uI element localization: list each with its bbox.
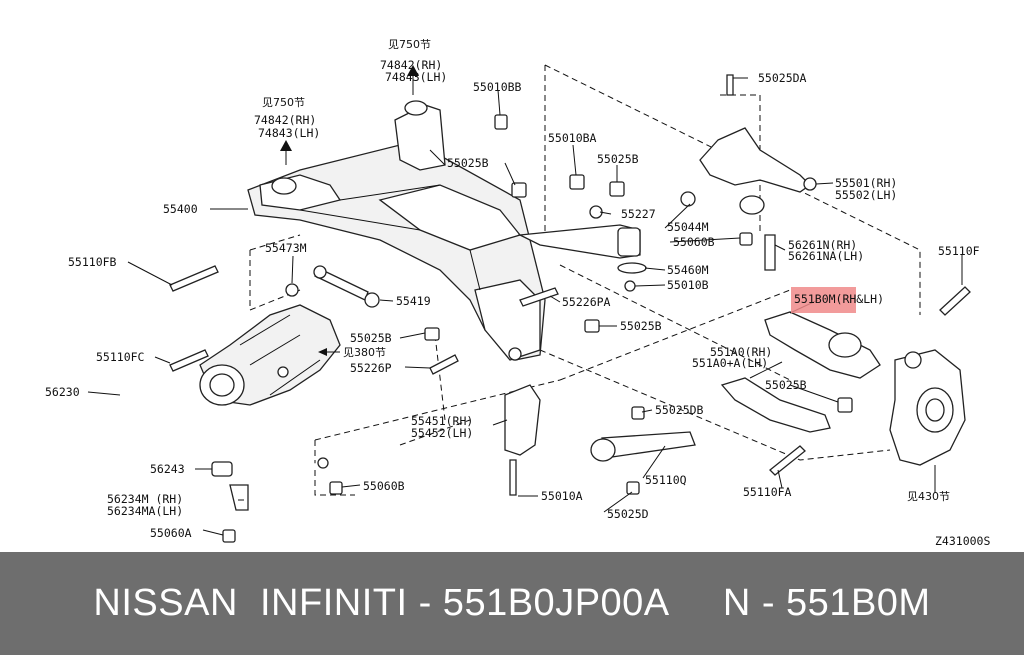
label-55025B-e: 55025B [765, 378, 807, 392]
leader-lines [87, 77, 963, 536]
label-55501: 55501(RH) [835, 176, 897, 190]
label-551B0M: 551B0M(RH&LH) [794, 292, 884, 306]
label-74843-left: 74843(LH) [258, 126, 320, 140]
highlight-box [791, 287, 856, 313]
label-56243: 56243 [150, 462, 185, 476]
label-55502: 55502(LH) [835, 188, 897, 202]
stabilizer-bar [43, 298, 329, 511]
label-55060B-a: 55060B [673, 235, 715, 249]
upper-link-arm [699, 127, 817, 215]
label-55110FC: 55110FC [96, 350, 145, 364]
label-56234M: 56234M (RH) [107, 492, 183, 506]
part-number-text: NISSAN INFINITI - 551B0JP00A N - 551B0M [93, 582, 931, 624]
spring-seat [617, 227, 647, 274]
label-see430: 见430节 [907, 490, 950, 503]
bracket [504, 384, 541, 456]
label-55419: 55419 [396, 294, 431, 308]
label-56261NA: 56261NA(LH) [788, 249, 864, 263]
label-55110F: 55110F [938, 244, 980, 258]
label-551A0: 551A0(RH) [710, 345, 772, 359]
label-55025B-c: 55025B [350, 331, 392, 345]
label-55010BA: 55010BA [548, 131, 597, 145]
label-56234MA: 56234MA(LH) [107, 504, 183, 518]
label-55025DA: 55025DA [758, 71, 807, 85]
label-55010B: 55010B [667, 278, 709, 292]
label-55452: 55452(LH) [411, 426, 473, 440]
label-55025D: 55025D [607, 507, 649, 521]
toe-link [590, 431, 696, 462]
label-55025B-b: 55025B [597, 152, 639, 166]
label-55400: 55400 [163, 202, 198, 216]
label-55060B-b: 55060B [363, 479, 405, 493]
label-55473M: 55473M [265, 241, 307, 255]
differential-assembly [199, 304, 341, 406]
label-55451: 55451(RH) [411, 414, 473, 428]
lower-control-arm [764, 311, 881, 379]
label-55110FB: 55110FB [68, 255, 117, 269]
label-55226PA: 55226PA [562, 295, 611, 309]
knuckle [889, 349, 966, 466]
label-56230: 56230 [45, 385, 80, 399]
label-55110FA: 55110FA [743, 485, 792, 499]
label-55025B-d: 55025B [620, 319, 662, 333]
part-labels: 见750节 74842(RH) 74843(LH) 见750节 74842(RH… [45, 38, 990, 548]
up-arrow-top [407, 65, 419, 95]
label-55010BB: 55010BB [473, 80, 522, 94]
up-arrow-left [280, 140, 292, 165]
diagram-code: Z431000S [935, 534, 990, 548]
label-55226P: 55226P [350, 361, 392, 375]
label-55044M: 55044M [667, 220, 709, 234]
label-see750-top: 见750节 [388, 38, 431, 51]
part-number-banner: NISSAN INFINITI - 551B0JP00A N - 551B0M [0, 552, 1024, 655]
label-74842-top: 74842(RH) [380, 58, 442, 72]
label-56261N: 56261N(RH) [788, 238, 857, 252]
left-arrow-380 [318, 348, 340, 356]
label-74843-top: 74843(LH) [385, 70, 447, 84]
label-55227: 55227 [621, 207, 656, 221]
label-55060A: 55060A [150, 526, 192, 540]
label-55025B-a: 55025B [447, 156, 489, 170]
parts-diagram: 见750节 74842(RH) 74843(LH) 见750节 74842(RH… [43, 38, 991, 548]
label-see750-left: 见750节 [262, 96, 305, 109]
label-74842-left: 74842(RH) [254, 113, 316, 127]
label-55025DB: 55025DB [655, 403, 704, 417]
label-55110Q: 55110Q [645, 473, 687, 487]
label-55010A: 55010A [541, 489, 583, 503]
lateral-link [720, 377, 831, 433]
label-551A0A: 551A0+A(LH) [692, 356, 768, 370]
fasteners [169, 74, 971, 543]
subframe-member [247, 100, 641, 361]
label-55460M: 55460M [667, 263, 709, 277]
label-see380: 见380节 [343, 346, 386, 359]
